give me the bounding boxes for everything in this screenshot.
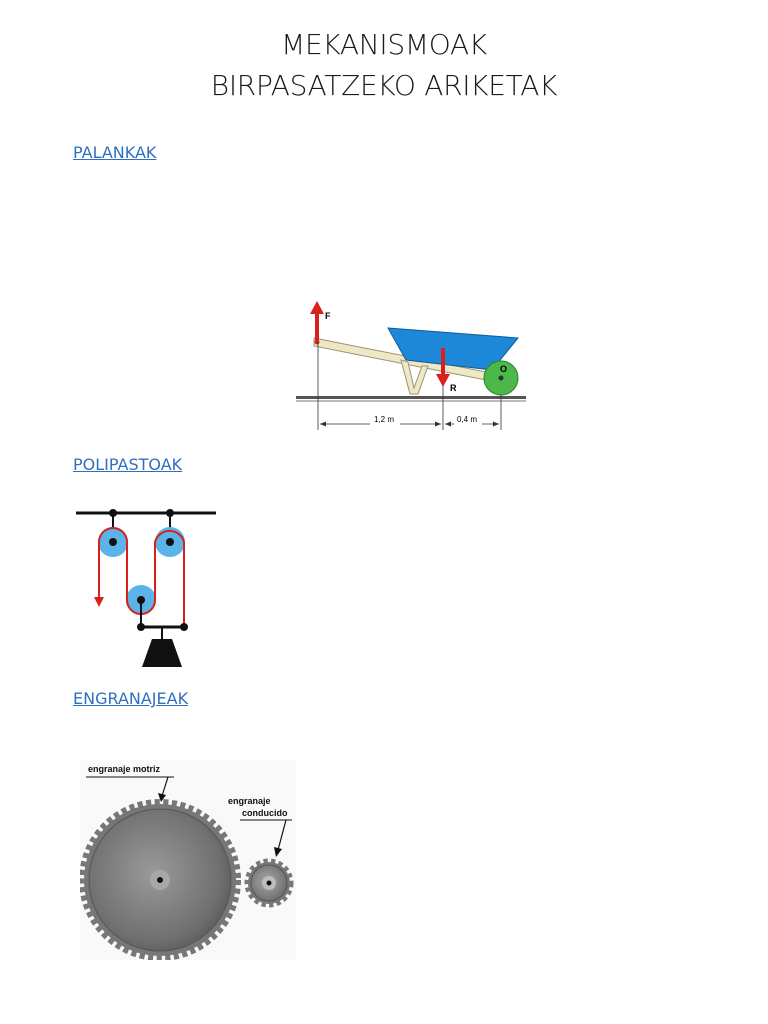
section-link-polipastoak[interactable]: POLIPASTOAK <box>73 455 183 474</box>
force-label: F <box>325 311 331 321</box>
force-arrow <box>310 301 324 314</box>
driven-gear <box>244 858 294 908</box>
wheelbarrow-lever-figure: F R O 1,2 m 0,4 m <box>296 301 526 430</box>
rope <box>98 527 185 627</box>
fulcrum-label: O <box>500 364 507 374</box>
page-title: MEKANISMOAK <box>281 28 487 61</box>
ground-line <box>296 396 526 399</box>
driven-gear-label-2: conducido <box>242 808 288 818</box>
driven-gear-label-1: engranaje <box>228 796 271 806</box>
resistance-arrow <box>436 374 450 387</box>
pulley-system-figure <box>76 509 216 667</box>
page-subtitle: BIRPASATZEKO ARIKETAK <box>210 69 558 102</box>
load-weight <box>142 639 182 667</box>
section-link-engranajeak[interactable]: ENGRANAJEAK <box>73 689 189 708</box>
driver-pointer-arrow <box>158 793 166 802</box>
driven-pointer-arrow <box>274 847 282 857</box>
resistance-label: R <box>450 383 457 393</box>
driver-gear <box>80 799 241 960</box>
gears-figure: engranaje motriz engranaje conducido <box>80 760 296 960</box>
distance-left-label: 1,2 m <box>374 415 394 424</box>
wheelbarrow-leg <box>400 359 429 395</box>
driver-gear-label: engranaje motriz <box>88 764 161 774</box>
pull-arrow <box>94 597 104 607</box>
section-link-palankak[interactable]: PALANKAK <box>73 143 157 162</box>
distance-right-label: 0,4 m <box>457 415 477 424</box>
